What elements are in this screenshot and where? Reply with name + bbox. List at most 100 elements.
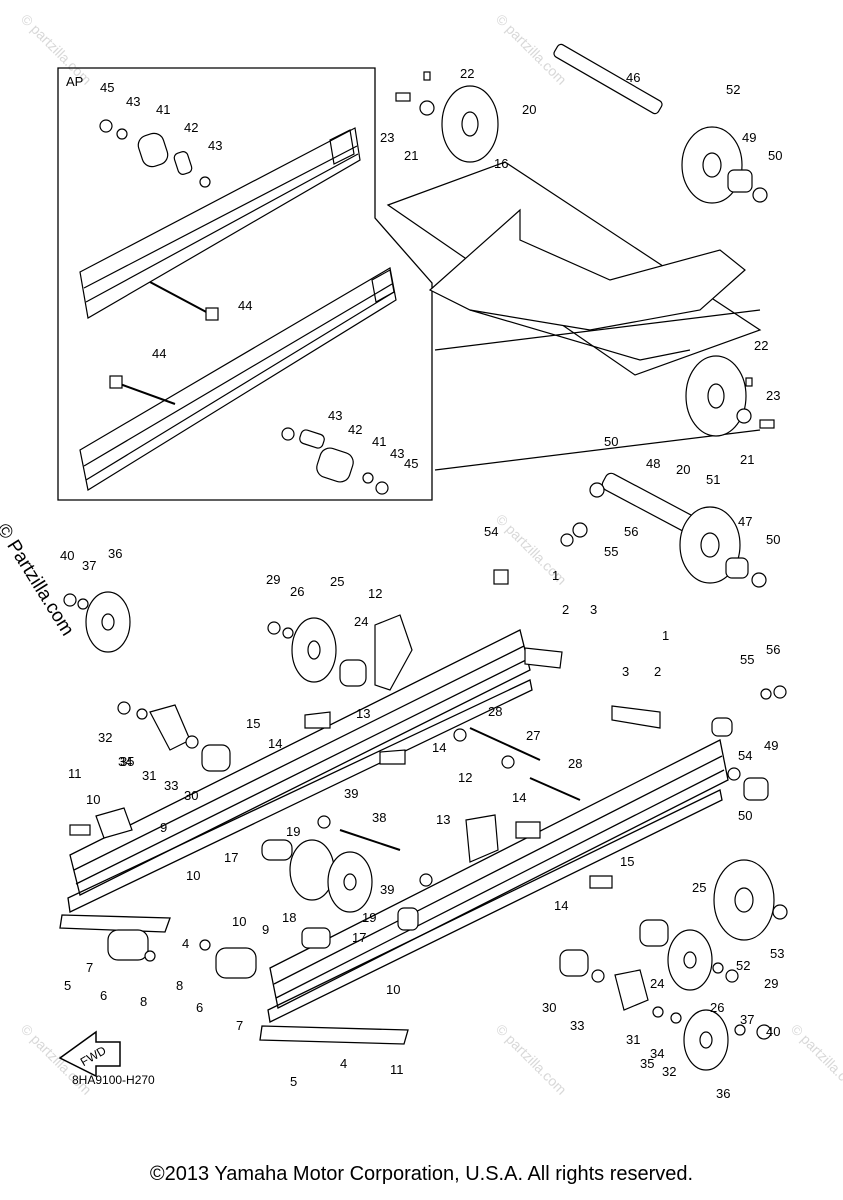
callout-layer: 45 43 41 42 43 44 44 43 42 41 43 45 22 2… bbox=[60, 66, 784, 1101]
callout-label: 6 bbox=[196, 1000, 203, 1015]
callout-label: 7 bbox=[236, 1018, 243, 1033]
callout-label: 43 bbox=[208, 138, 222, 153]
callout-label: 31 bbox=[626, 1032, 640, 1047]
callout-label: 51 bbox=[706, 472, 720, 487]
callout-label: 37 bbox=[82, 558, 96, 573]
callout-label: 39 bbox=[344, 786, 358, 801]
lower-parts bbox=[63, 591, 788, 1071]
track-assembly bbox=[386, 161, 762, 471]
callout-label: 43 bbox=[126, 94, 140, 109]
callout-label: 47 bbox=[738, 514, 752, 529]
callout-label: 6 bbox=[100, 988, 107, 1003]
callout-label: 37 bbox=[740, 1012, 754, 1027]
callout-label: 44 bbox=[238, 298, 252, 313]
callout-label: 26 bbox=[710, 1000, 724, 1015]
callout-label: 53 bbox=[770, 946, 784, 961]
callout-label: 34 bbox=[650, 1046, 664, 1061]
slide-rail-rear bbox=[59, 629, 533, 933]
callout-label: 16 bbox=[494, 156, 508, 171]
copyright-text: ©2013 Yamaha Motor Corporation, U.S.A. A… bbox=[149, 1163, 694, 1185]
callout-label: 40 bbox=[766, 1024, 780, 1039]
callout-label: 10 bbox=[186, 868, 200, 883]
callout-label: 48 bbox=[646, 456, 660, 471]
callout-label: 19 bbox=[286, 824, 300, 839]
callout-label: 3 bbox=[622, 664, 629, 679]
callout-label: 17 bbox=[352, 930, 366, 945]
callout-label: 15 bbox=[246, 716, 260, 731]
callout-label: 10 bbox=[232, 914, 246, 929]
callout-label: 14 bbox=[432, 740, 446, 755]
callout-label: 56 bbox=[624, 524, 638, 539]
callout-label: 2 bbox=[562, 602, 569, 617]
callout-label: 34 bbox=[118, 754, 132, 769]
callout-label: 43 bbox=[328, 408, 342, 423]
callout-label: 17 bbox=[224, 850, 238, 865]
callout-label: 13 bbox=[436, 812, 450, 827]
callout-label: 11 bbox=[68, 766, 82, 781]
callout-label: 21 bbox=[404, 148, 418, 163]
inset-label: AP bbox=[66, 74, 83, 89]
callout-label: 56 bbox=[766, 642, 780, 657]
callout-label: 50 bbox=[738, 808, 752, 823]
callout-label: 46 bbox=[626, 70, 640, 85]
callout-label: 20 bbox=[522, 102, 536, 117]
callout-label: 20 bbox=[676, 462, 690, 477]
watermark: © partzilla.com bbox=[788, 1021, 843, 1098]
callout-label: 9 bbox=[160, 820, 167, 835]
slide-rail-front bbox=[259, 739, 729, 1045]
inset-parts bbox=[99, 119, 389, 495]
fwd-arrow-icon: FWD bbox=[58, 1030, 121, 1078]
callout-label: 4 bbox=[340, 1056, 347, 1071]
callout-label: 54 bbox=[484, 524, 498, 539]
inset-ap-box bbox=[57, 67, 433, 501]
callout-label: 29 bbox=[266, 572, 280, 587]
callout-label: 24 bbox=[650, 976, 664, 991]
callout-label: 55 bbox=[740, 652, 754, 667]
callout-label: 22 bbox=[460, 66, 474, 81]
callout-label: 52 bbox=[736, 958, 750, 973]
callout-label: 22 bbox=[754, 338, 768, 353]
callout-label: 8 bbox=[176, 978, 183, 993]
callout-label: 15 bbox=[620, 854, 634, 869]
callout-label: 28 bbox=[488, 704, 502, 719]
callout-label: 49 bbox=[764, 738, 778, 753]
callout-label: 40 bbox=[60, 548, 74, 563]
callout-label: 9 bbox=[262, 922, 269, 937]
callout-label: 50 bbox=[768, 148, 782, 163]
callout-label: 41 bbox=[372, 434, 386, 449]
inset-rail-lower bbox=[79, 267, 397, 491]
callout-label: 32 bbox=[98, 730, 112, 745]
callout-label: 12 bbox=[458, 770, 472, 785]
callout-label: 3 bbox=[590, 602, 597, 617]
callout-label: 10 bbox=[386, 982, 400, 997]
drawing-code: 8HA9100-H270 bbox=[72, 1073, 155, 1087]
callout-label: 25 bbox=[330, 574, 344, 589]
callout-label: 42 bbox=[348, 422, 362, 437]
callout-label: 19 bbox=[362, 910, 376, 925]
callout-label: 42 bbox=[184, 120, 198, 135]
callout-label: 7 bbox=[86, 960, 93, 975]
callout-label: 36 bbox=[108, 546, 122, 561]
callout-label: 32 bbox=[662, 1064, 676, 1079]
callout-label: 33 bbox=[570, 1018, 584, 1033]
callout-label: 14 bbox=[268, 736, 282, 751]
callout-label: 23 bbox=[766, 388, 780, 403]
watermark: © partzilla.com bbox=[493, 1021, 570, 1098]
callout-label: 11 bbox=[390, 1062, 404, 1077]
callout-label: 5 bbox=[290, 1074, 297, 1089]
callout-label: 4 bbox=[182, 936, 189, 951]
callout-label: 55 bbox=[604, 544, 618, 559]
callout-label: 1 bbox=[662, 628, 669, 643]
callout-label: 31 bbox=[142, 768, 156, 783]
callout-label: 14 bbox=[554, 898, 568, 913]
callout-label: 45 bbox=[100, 80, 114, 95]
callout-label: 36 bbox=[716, 1086, 730, 1101]
wheel-assembly-upper bbox=[395, 43, 775, 588]
callout-label: 8 bbox=[140, 994, 147, 1009]
callout-label: 49 bbox=[742, 130, 756, 145]
callout-label: 27 bbox=[526, 728, 540, 743]
callout-label: 1 bbox=[552, 568, 559, 583]
callout-label: 43 bbox=[390, 446, 404, 461]
callout-label: 50 bbox=[766, 532, 780, 547]
callout-label: 35 bbox=[640, 1056, 654, 1071]
